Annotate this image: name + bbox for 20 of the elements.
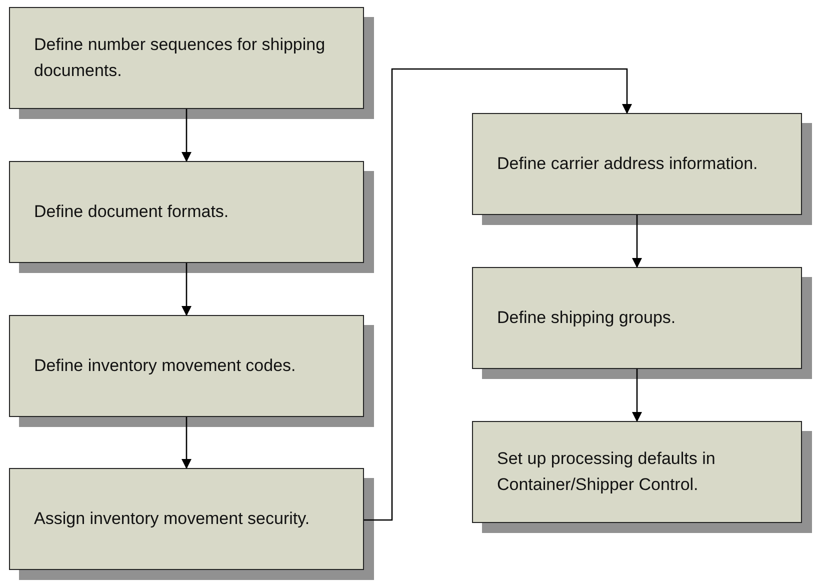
- arrow: [632, 369, 642, 422]
- arrow: [632, 215, 642, 268]
- arrow: [182, 263, 192, 316]
- arrow: [182, 417, 192, 469]
- process-box: [472, 113, 802, 215]
- step-text: Define number sequences for shipping documents.: [34, 34, 326, 82]
- step-text: Define shipping groups.: [497, 307, 677, 329]
- step-text: Define carrier address information.: [497, 153, 759, 175]
- process-box: [472, 267, 802, 369]
- process-box: [9, 7, 364, 109]
- step-text: Set up processing defaults in Container/Shipper Control.: [497, 448, 716, 496]
- step-text: Define inventory movement codes.: [34, 355, 297, 377]
- arrow: [182, 109, 192, 162]
- process-box: [472, 421, 802, 523]
- step-text: Assign inventory movement security.: [34, 508, 311, 530]
- arrow: [364, 68, 632, 521]
- step-text: Define document formats.: [34, 201, 230, 223]
- process-box: [9, 161, 364, 263]
- process-box: [9, 315, 364, 417]
- process-box: [9, 468, 364, 570]
